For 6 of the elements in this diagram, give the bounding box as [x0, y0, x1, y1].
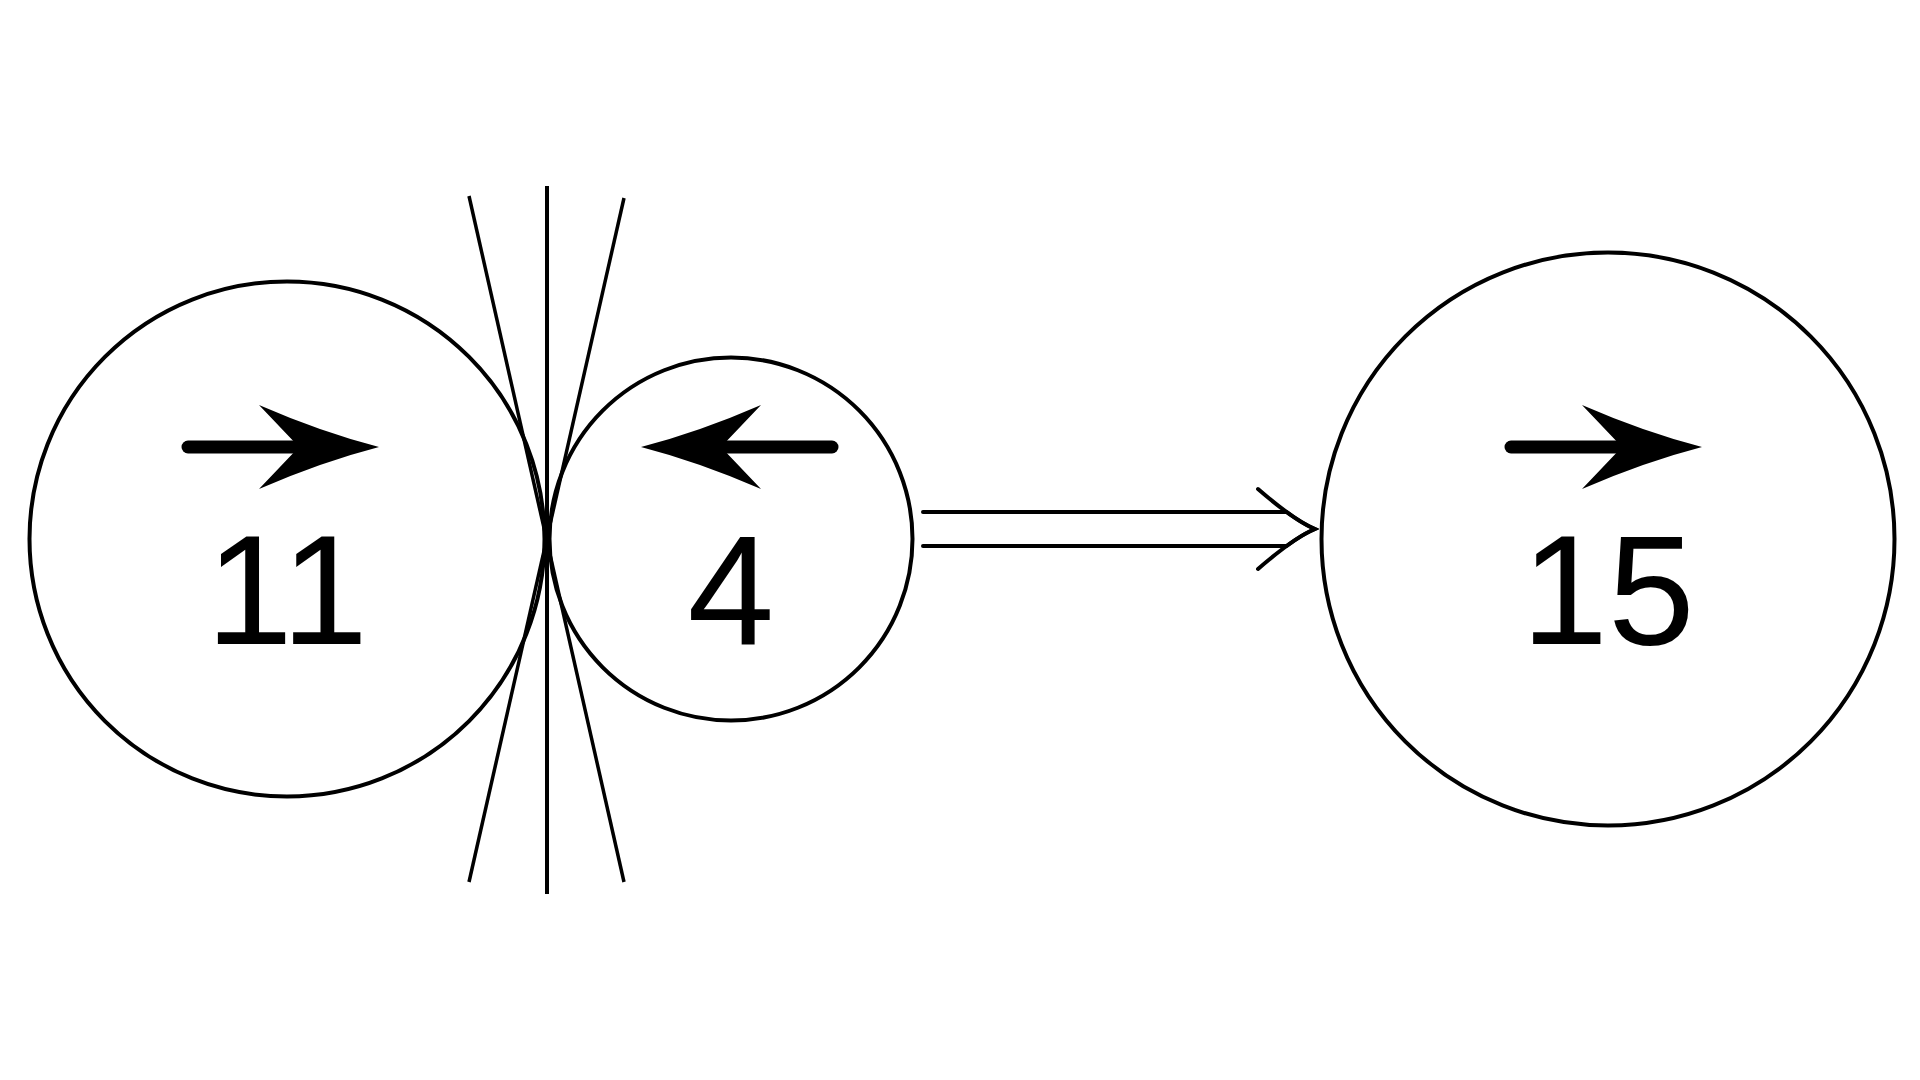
ball-circle: [1319, 250, 1897, 828]
number-label: 11: [206, 511, 368, 668]
ball-circle: [27, 279, 547, 799]
number-label: 4: [687, 511, 775, 668]
number-label: 15: [1521, 511, 1695, 668]
ball-circle: [547, 355, 915, 723]
